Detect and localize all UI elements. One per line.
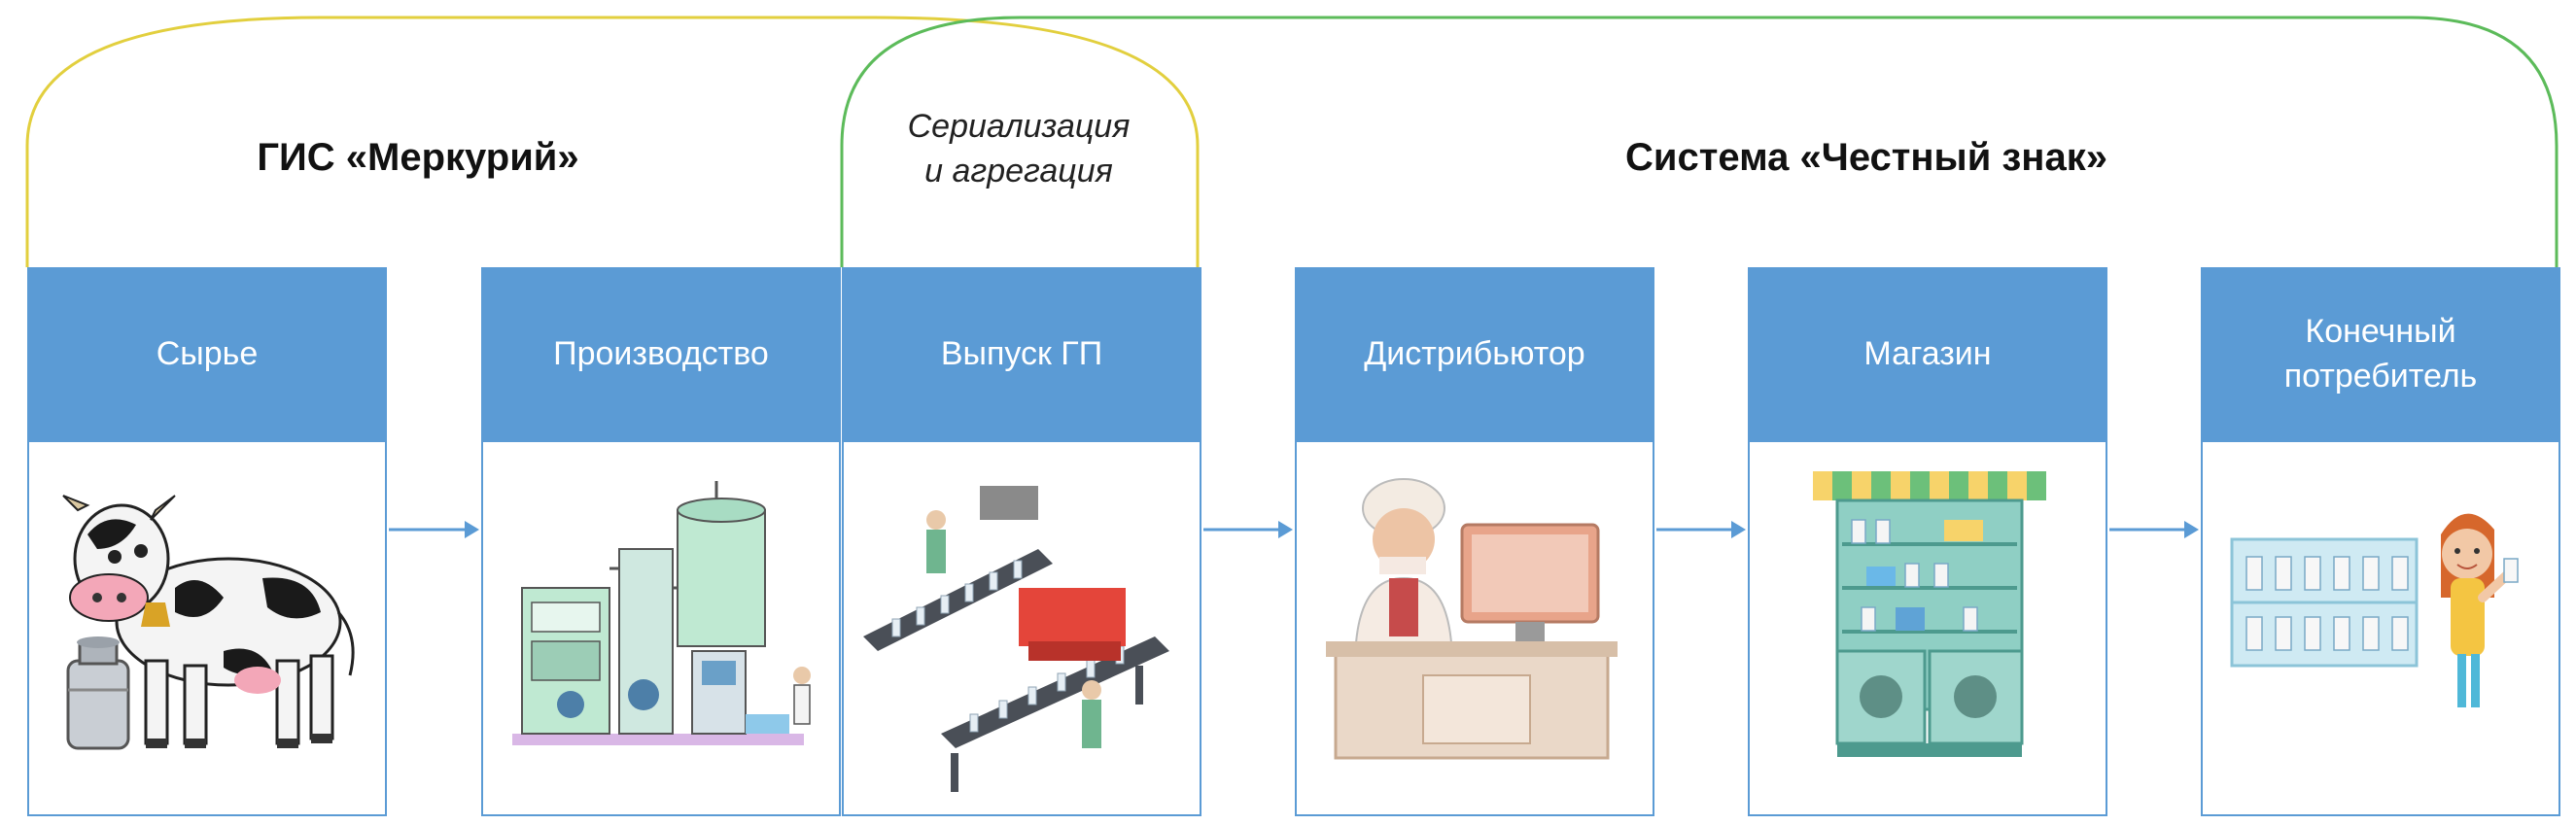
stage-label: Сырье [156, 335, 259, 373]
stage-label-line2: потребитель [2283, 358, 2478, 395]
mercury-title: ГИС «Меркурий» [257, 136, 579, 179]
stage-label: Магазин [1863, 335, 1992, 373]
stage-body [1748, 442, 2107, 816]
serialization-line2: и агрегация [924, 152, 1113, 189]
stage-header: Конечный потребитель [2201, 267, 2560, 442]
stage-label: Конечный потребитель [2284, 310, 2478, 399]
stage-store: Магазин [1748, 267, 2107, 816]
stage-body [842, 442, 1201, 816]
cow-with-milk-can-icon [62, 495, 355, 750]
stage-body [481, 442, 841, 816]
dairy-factory-icon [512, 481, 811, 745]
stage-finished-goods: Выпуск ГП [842, 267, 1201, 816]
stage-body [1295, 442, 1654, 816]
arrow-right-icon [1203, 521, 1293, 538]
consumer-girl-icon [2230, 513, 2519, 707]
arrow-right-icon [1656, 521, 1746, 538]
stage-header: Производство [481, 267, 841, 442]
stage-label: Выпуск ГП [940, 335, 1103, 373]
stage-body [2201, 442, 2560, 816]
stage-header: Выпуск ГП [842, 267, 1201, 442]
stage-production: Производство [481, 267, 841, 816]
serialization-caption: Сериализация и агрегация [855, 105, 1182, 194]
stage-label: Производство [553, 335, 769, 373]
honest-sign-frame [840, 16, 2559, 267]
arrow-right-icon [389, 521, 479, 538]
distributor-desk-icon [1326, 478, 1618, 760]
stage-header: Дистрибьютор [1295, 267, 1654, 442]
stage-raw-materials: Сырье [27, 267, 387, 816]
stage-header: Магазин [1748, 267, 2107, 442]
stage-header: Сырье [27, 267, 387, 442]
stage-body [27, 442, 387, 816]
stage-label-line1: Конечный [2305, 313, 2456, 351]
conveyor-line-icon [863, 486, 1169, 792]
stage-label: Дистрибьютор [1364, 335, 1585, 373]
stage-end-consumer: Конечный потребитель [2201, 267, 2560, 816]
stage-distributor: Дистрибьютор [1295, 267, 1654, 816]
mercury-frame [25, 16, 1200, 267]
arrow-right-icon [2109, 521, 2199, 538]
serialization-line1: Сериализация [907, 108, 1131, 145]
store-shelf-icon [1813, 471, 2046, 757]
honest-sign-title: Система «Честный знак» [1625, 136, 2107, 179]
